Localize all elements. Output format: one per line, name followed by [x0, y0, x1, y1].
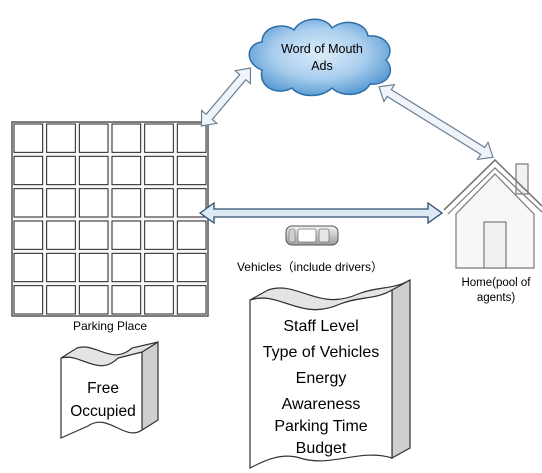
attr-type-of-vehicles: Type of Vehicles — [263, 344, 380, 361]
word-of-mouth-cloud: Word of Mouth Ads — [248, 18, 391, 97]
parking-space — [111, 188, 142, 218]
parking-space — [176, 285, 207, 315]
state-box: Free Occupied — [60, 340, 159, 439]
parking-space — [78, 123, 109, 153]
parking-space — [144, 252, 174, 283]
state-occupied-text: Occupied — [70, 403, 135, 420]
parking-space — [176, 123, 207, 153]
parking-space — [111, 285, 142, 315]
parking-space — [78, 285, 109, 315]
parking-space — [144, 123, 174, 153]
attr-awareness: Awareness — [282, 396, 361, 413]
parking-space — [78, 252, 109, 283]
parking-space — [46, 285, 76, 315]
attr-budget: Budget — [296, 440, 347, 457]
parking-space — [111, 220, 142, 250]
attr-energy: Energy — [296, 370, 347, 387]
parking-space — [46, 155, 76, 186]
parking-space — [144, 155, 174, 186]
home-label-line2: agents) — [477, 292, 516, 304]
parking-space — [78, 220, 109, 250]
parking-space — [13, 188, 44, 218]
cloud-label-line1: Word of Mouth — [281, 42, 363, 56]
parking-space — [144, 188, 174, 218]
parking-space — [78, 188, 109, 218]
parking-place-label: Parking Place — [73, 319, 147, 333]
parking-space — [13, 123, 44, 153]
state-free-text: Free — [87, 380, 119, 397]
attributes-box: Staff Level Type of Vehicles Energy Awar… — [249, 278, 411, 469]
parking-space — [176, 220, 207, 250]
parking-space — [176, 252, 207, 283]
vehicles-label: Vehicles（include drivers） — [237, 260, 383, 274]
parking-space — [13, 252, 44, 283]
parking-space — [176, 188, 207, 218]
home-label-line1: Home(pool of — [461, 277, 531, 289]
cloud-label-line2: Ads — [311, 59, 333, 73]
parking-space — [13, 155, 44, 186]
parking-space — [46, 188, 76, 218]
parking-space — [13, 285, 44, 315]
parking-space — [176, 155, 207, 186]
home-icon — [443, 158, 542, 269]
parking-home-arrow — [198, 201, 444, 225]
parking-space — [46, 252, 76, 283]
parking-cloud-arrow — [200, 67, 252, 127]
cloud-home-arrow — [378, 83, 494, 161]
parking-space — [78, 155, 109, 186]
parking-space — [111, 123, 142, 153]
parking-space — [46, 220, 76, 250]
attr-parking-time: Parking Time — [274, 418, 367, 435]
parking-space — [111, 155, 142, 186]
parking-space — [46, 123, 76, 153]
parking-space — [111, 252, 142, 283]
parking-space — [13, 220, 44, 250]
parking-place-grid — [11, 121, 209, 317]
parking-space — [144, 285, 174, 315]
parking-space — [144, 220, 174, 250]
attr-staff-level: Staff Level — [283, 318, 358, 335]
car-icon — [285, 225, 339, 246]
